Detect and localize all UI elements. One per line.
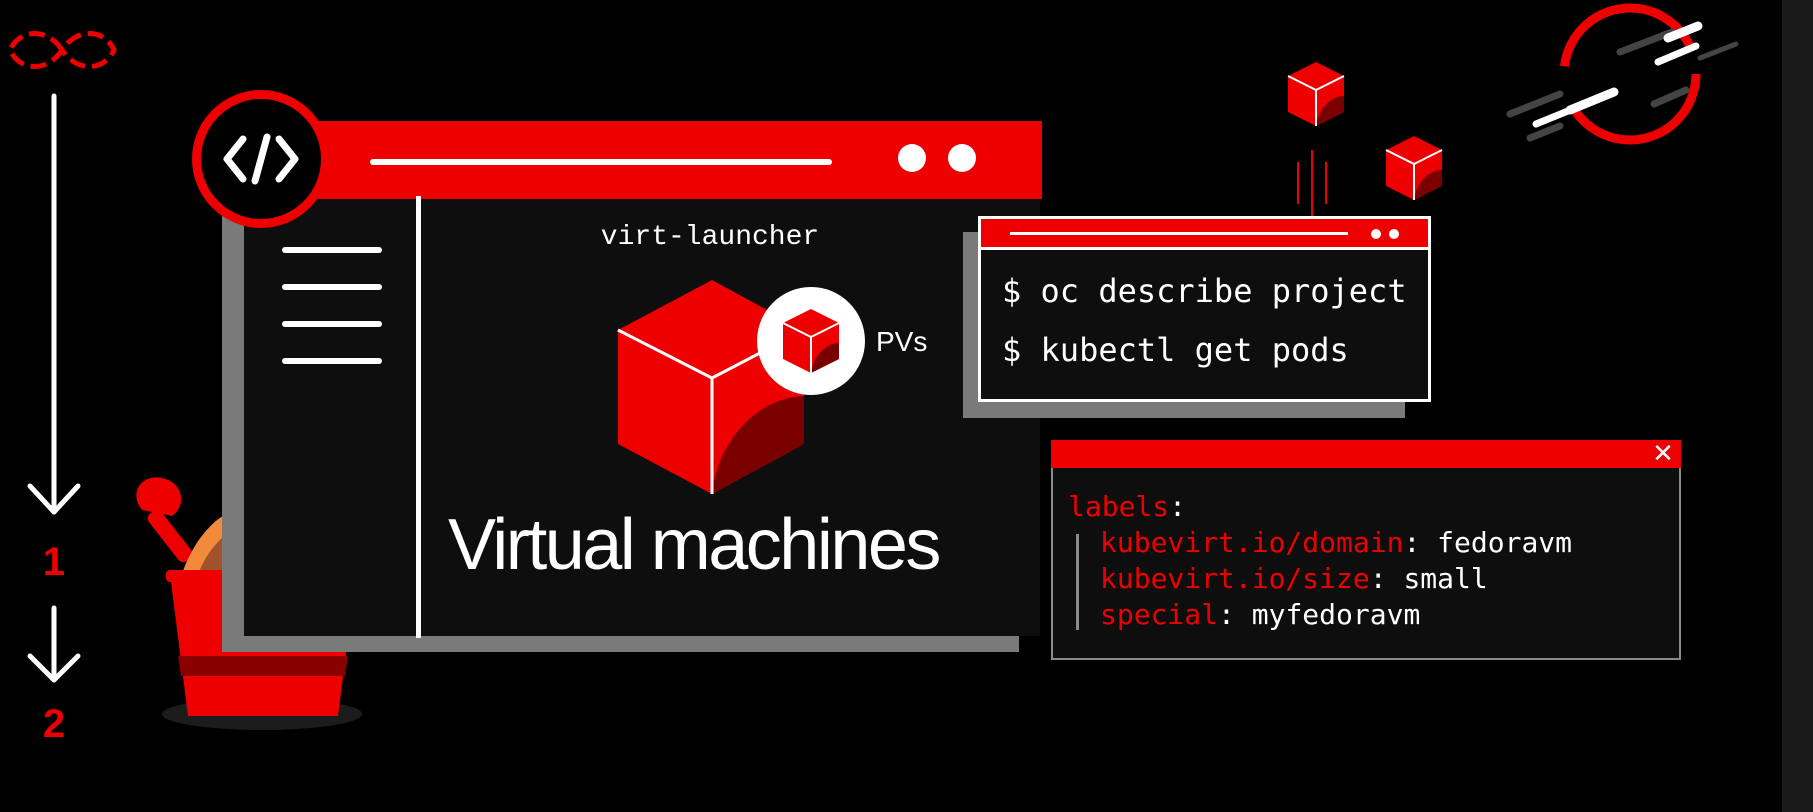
flow-step-1: 1 — [42, 540, 66, 584]
terminal-line-1: $ oc describe project — [1002, 272, 1407, 310]
terminal-dot-1 — [1371, 229, 1381, 239]
sidebar-divider — [416, 196, 421, 638]
yaml-entry-key: special — [1100, 598, 1219, 631]
cube-icon — [1385, 136, 1443, 200]
terminal-line-2: $ kubectl get pods — [1002, 331, 1349, 369]
menu-line-2 — [282, 284, 382, 290]
code-icon — [223, 133, 299, 185]
cube-icon — [782, 309, 840, 373]
flow-arrow-down-2 — [27, 605, 81, 683]
yaml-entry-1: kubevirt.io/domain: fedoravm — [1100, 526, 1573, 559]
yaml-entry-2: kubevirt.io/size: small — [1100, 562, 1488, 595]
yaml-root-key: labels — [1068, 490, 1170, 523]
shovel-icon — [136, 477, 193, 563]
yaml-entry-3: special: myfedoravm — [1100, 598, 1421, 631]
yaml-entry-value: myfedoravm — [1251, 598, 1421, 631]
flow-arrow-down-1 — [27, 93, 81, 515]
right-edge-strip — [1782, 0, 1813, 812]
yaml-entry-key: kubevirt.io/size — [1100, 562, 1370, 595]
titlebar-address-line — [370, 159, 832, 165]
terminal-titlebar-line — [1010, 232, 1348, 235]
refresh-icon — [1506, 3, 1739, 145]
cube-icon — [1287, 62, 1345, 126]
menu-line-3 — [282, 321, 382, 327]
close-icon[interactable]: ✕ — [1652, 439, 1674, 469]
yaml-window — [1051, 440, 1681, 660]
infinity-icon — [7, 31, 117, 69]
titlebar-dot-2 — [948, 144, 976, 172]
terminal-dot-2 — [1389, 229, 1399, 239]
titlebar-dot-1 — [898, 144, 926, 172]
menu-line-1 — [282, 247, 382, 253]
pvs-label: PVs — [876, 326, 928, 357]
code-badge — [192, 90, 330, 228]
yaml-entry-value: small — [1403, 562, 1488, 595]
virtual-machines-heading: Virtual machines — [448, 505, 941, 585]
yaml-titlebar — [1051, 440, 1681, 468]
flow-step-2: 2 — [42, 702, 66, 746]
yaml-indent-guide — [1076, 534, 1079, 630]
yaml-entry-value: fedoravm — [1437, 526, 1573, 559]
yaml-entry-key: kubevirt.io/domain — [1100, 526, 1404, 559]
pvs-badge — [757, 287, 865, 395]
window-title: virt-launcher — [600, 222, 820, 253]
yaml-root-line: labels: — [1068, 490, 1187, 523]
menu-line-4 — [282, 358, 382, 364]
